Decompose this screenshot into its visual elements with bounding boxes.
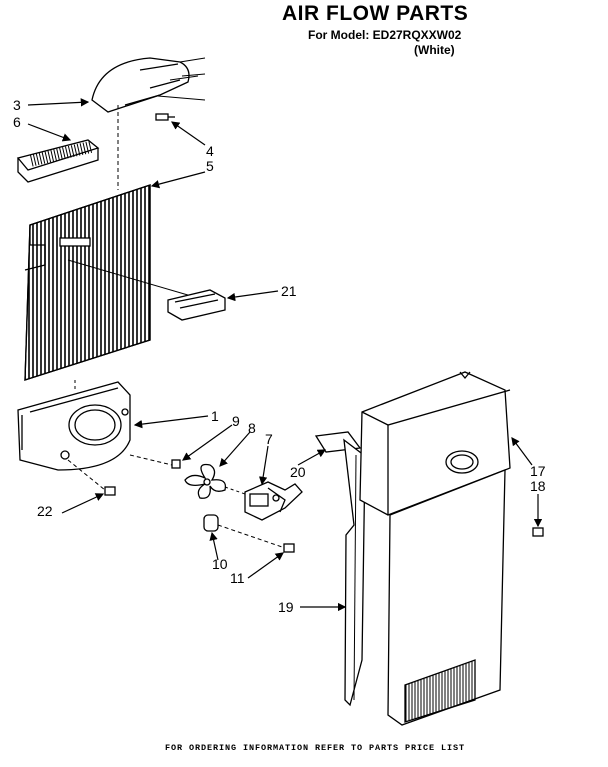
part-17-back-panel [359,371,511,726]
callout-9: 9 [232,413,240,429]
callout-1: 1 [211,408,219,424]
page-title: AIR FLOW PARTS [282,2,469,25]
part-1-fan-shroud [17,381,131,471]
callout-6: 6 [13,114,21,130]
callout-11: 11 [230,570,245,586]
callout-5: 5 [206,158,214,174]
callout-3: 3 [13,97,21,113]
callout-19: 19 [278,599,294,615]
callout-4: 4 [206,143,214,159]
part-4-screw [155,113,175,121]
part-22-screw [67,459,116,496]
part-9-clip [129,454,181,469]
model-number: For Model: ED27RQXXW02 [308,28,462,42]
part-3-duct-cover [91,57,206,113]
callout-17: 17 [530,463,546,479]
part-18-screw [532,527,544,537]
model-color: (White) [414,43,455,57]
leader-lines [27,98,543,612]
callout-8: 8 [248,420,256,436]
part-5-evaporator-cover [24,105,206,392]
part-11-screw [283,543,295,553]
ordering-footer: FOR ORDERING INFORMATION REFER TO PARTS … [165,743,466,753]
callout-18: 18 [530,478,546,494]
part-7-fan-motor [224,481,303,521]
callout-21: 21 [281,283,297,299]
callout-20: 20 [290,464,306,480]
part-21-bracket [167,289,226,321]
callout-10: 10 [212,556,228,572]
callout-7: 7 [265,431,273,447]
part-8-fan-blade [184,463,227,499]
part-6-louver [16,139,100,183]
part-10-grommet [203,514,286,549]
callout-22: 22 [37,503,53,519]
